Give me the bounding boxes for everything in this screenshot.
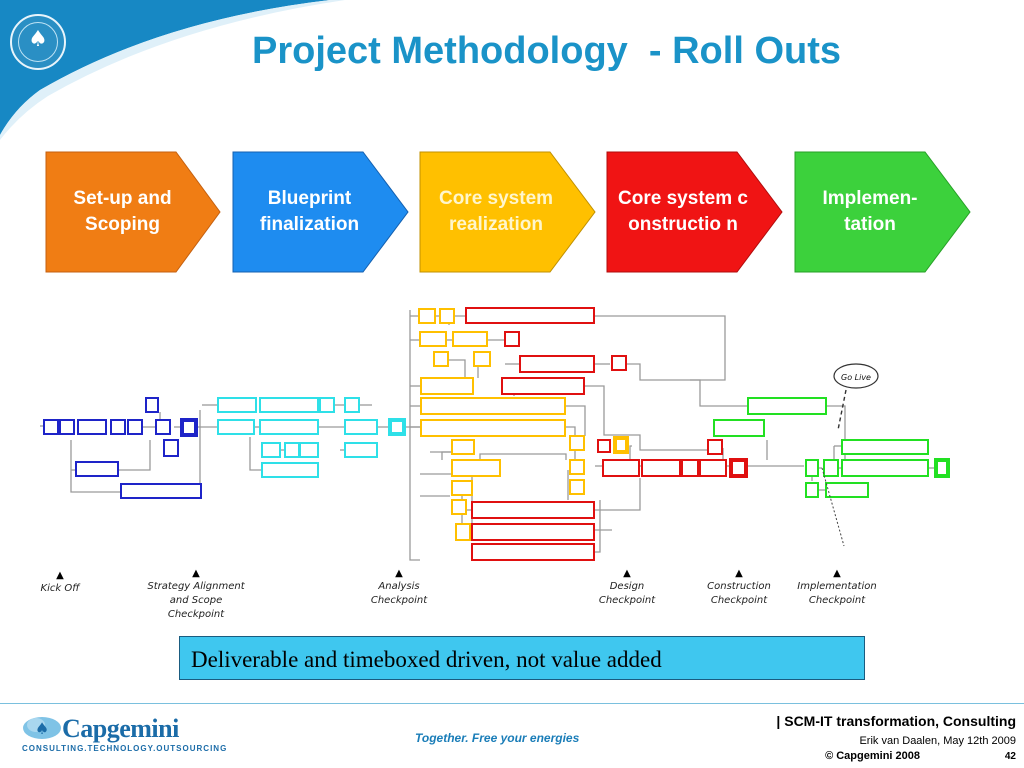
checkpoint-analysis: ▲ Analysis Checkpoint	[366, 568, 432, 608]
checkpoint-kick-off: ▲ Kick Off	[30, 570, 90, 596]
triangle-icon: ▲	[192, 568, 200, 579]
phase-arrow-implementation	[794, 151, 971, 273]
phase-arrow-realization	[419, 151, 596, 273]
go-live-label: Go Live	[841, 373, 871, 382]
seal-logo: ♠	[10, 14, 66, 70]
checkpoint-implementation: ▲ Implementation Checkpoint	[794, 568, 880, 608]
spade-icon: ♠	[28, 27, 48, 52]
triangle-icon: ▲	[735, 568, 743, 579]
header-swoosh	[0, 0, 420, 140]
triangle-icon: ▲	[395, 568, 403, 579]
phase-arrow-construction	[606, 151, 783, 273]
checkpoint-label: Construction Checkpoint	[707, 581, 771, 606]
footer-author: Erik van Daalen, May 12th 2009	[859, 735, 1016, 747]
implementation-tasks	[713, 397, 950, 498]
footer-tagline: Together. Free your energies	[415, 731, 580, 745]
checkpoint-label: Design Checkpoint	[598, 581, 656, 606]
checkpoint-construction: ▲ Construction Checkpoint	[700, 568, 778, 608]
phase-arrow-setup	[45, 151, 221, 273]
logo-wordmark: Capgemini	[62, 714, 179, 743]
footer-divider	[0, 703, 1024, 704]
triangle-icon: ▲	[56, 570, 64, 581]
logo-tagline: CONSULTING.TECHNOLOGY.OUTSOURCING	[22, 744, 228, 753]
footer-page-number: 42	[1004, 751, 1016, 762]
checkpoint-label: Strategy Alignment and Scope Checkpoint	[147, 581, 245, 620]
implementation-guideline	[821, 467, 845, 547]
callout-box: Deliverable and timeboxed driven, not va…	[179, 636, 865, 680]
triangle-icon: ▲	[623, 568, 631, 579]
go-live-bubble	[833, 363, 879, 389]
capgemini-logo: ♠ Capgemini CONSULTING.TECHNOLOGY.OUTSOU…	[22, 710, 226, 758]
svg-text:♠: ♠	[35, 719, 49, 738]
slide-title: Project Methodology - Roll Outs	[252, 30, 841, 72]
footer-copyright: © Capgemini 2008	[825, 750, 920, 762]
checkpoint-label: Implementation Checkpoint	[797, 581, 877, 606]
callout-text: Deliverable and timeboxed driven, not va…	[191, 647, 662, 672]
phase-arrow-blueprint	[232, 151, 409, 273]
checkpoint-strategy: ▲ Strategy Alignment and Scope Checkpoin…	[146, 568, 246, 622]
seal-ring	[18, 22, 58, 62]
phase-label-blueprint: Blueprint finalization	[259, 188, 360, 235]
blueprint-tasks	[217, 397, 406, 478]
phase-label-construction: Core system constructio n	[618, 188, 748, 235]
triangle-icon: ▲	[833, 568, 841, 579]
checkpoint-label: Kick Off	[40, 583, 80, 594]
realization-tasks	[418, 308, 629, 541]
phase-label-realization: Core system realization	[438, 188, 554, 235]
construction-tasks	[465, 307, 748, 561]
setup-tasks	[43, 397, 202, 499]
checkpoint-label: Analysis Checkpoint	[370, 581, 428, 606]
spade-cloud-icon: ♠	[23, 717, 61, 739]
checkpoint-design: ▲ Design Checkpoint	[594, 568, 660, 608]
phase-label-setup: Set-up and Scoping	[73, 188, 172, 235]
footer-section: | SCM-IT transformation, Consulting	[776, 713, 1016, 729]
phase-label-implementation: Implemen-tation	[822, 188, 918, 235]
